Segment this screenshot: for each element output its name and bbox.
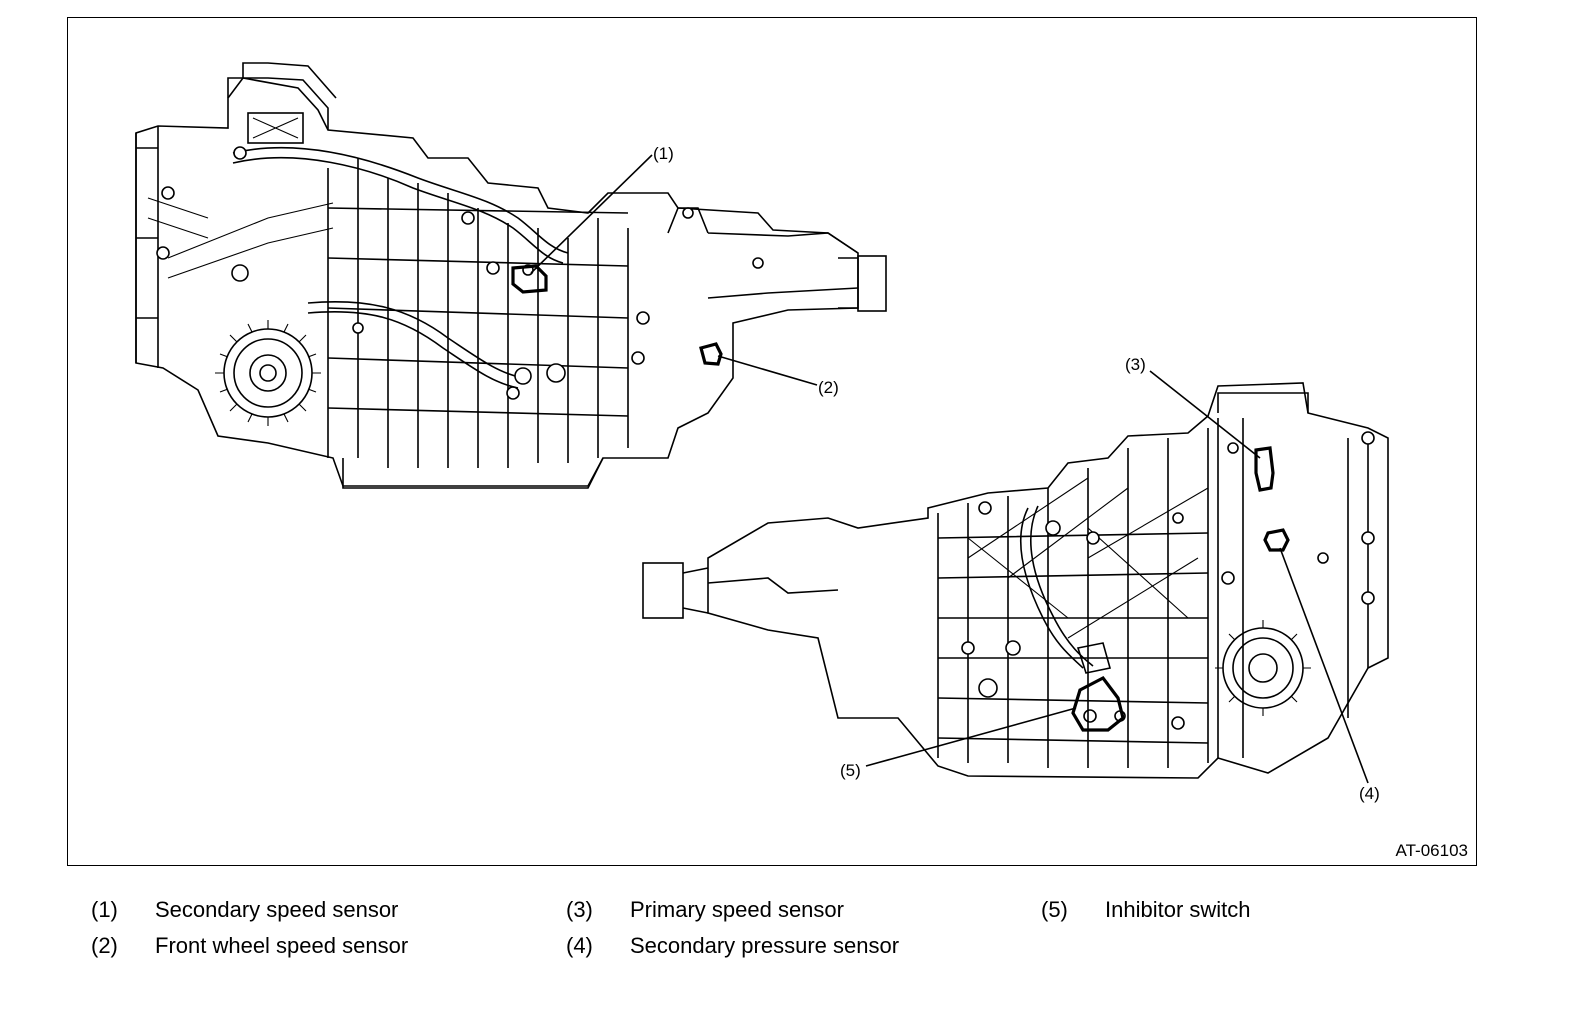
leader-lines	[530, 154, 1369, 784]
callout-1: (1)	[653, 144, 674, 163]
diagram-frame: (1) (2) (3) (4) (5) AT-06103	[67, 17, 1477, 866]
primary-speed-sensor-marker	[1254, 446, 1275, 492]
callout-3: (3)	[1125, 355, 1146, 374]
legend-number: (3)	[566, 897, 593, 922]
leader-line-4	[1279, 547, 1369, 784]
leader-line-3	[1149, 370, 1261, 459]
gear-teeth-right	[1215, 620, 1311, 716]
case-ribs-right	[937, 428, 1209, 768]
legend-label: Primary speed sensor	[630, 897, 844, 922]
bolts-right	[961, 431, 1375, 730]
front-wheel-speed-sensor-marker	[699, 342, 723, 366]
legend-number: (4)	[566, 933, 593, 958]
leader-line-5	[865, 707, 1077, 767]
legend-label: Inhibitor switch	[1105, 897, 1251, 922]
leader-line-2	[717, 355, 818, 386]
transmission-illustration: (1) (2) (3) (4) (5)	[135, 62, 1389, 803]
secondary-pressure-sensor-marker	[1263, 528, 1290, 552]
bolts-left	[156, 146, 764, 400]
callout-4: (4)	[1359, 784, 1380, 803]
legend-number: (5)	[1041, 897, 1068, 922]
transmission-right-view	[642, 382, 1389, 779]
legend-number: (2)	[91, 933, 118, 958]
legend-label: Secondary speed sensor	[155, 897, 399, 922]
callout-2: (2)	[818, 378, 839, 397]
gear-teeth-left	[215, 320, 321, 426]
legend-number: (1)	[91, 897, 118, 922]
leader-line-1	[530, 154, 653, 274]
figure-code: AT-06103	[1395, 841, 1468, 860]
inhibitor-switch-marker	[1071, 642, 1126, 732]
transmission-left-view	[135, 62, 887, 489]
legend-label: Front wheel speed sensor	[155, 933, 409, 958]
callout-5: (5)	[840, 761, 861, 780]
legend-label: Secondary pressure sensor	[630, 933, 900, 958]
case-ribs-left	[147, 158, 629, 468]
